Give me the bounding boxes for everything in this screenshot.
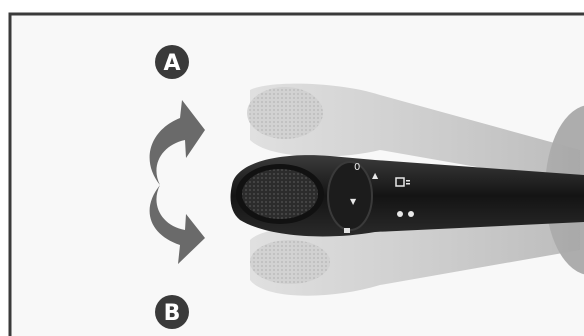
stalk-symbol-0: 0 bbox=[354, 162, 360, 173]
marker-b: B bbox=[155, 295, 189, 329]
marker-a-label: A bbox=[163, 51, 180, 76]
stalk-ring-marker bbox=[344, 228, 350, 233]
marker-b-label: B bbox=[164, 301, 181, 326]
stalk-symbol-down: ▼ bbox=[350, 197, 357, 206]
marker-a: A bbox=[155, 45, 189, 79]
stalk-symbol-up: ▲ bbox=[372, 171, 379, 180]
